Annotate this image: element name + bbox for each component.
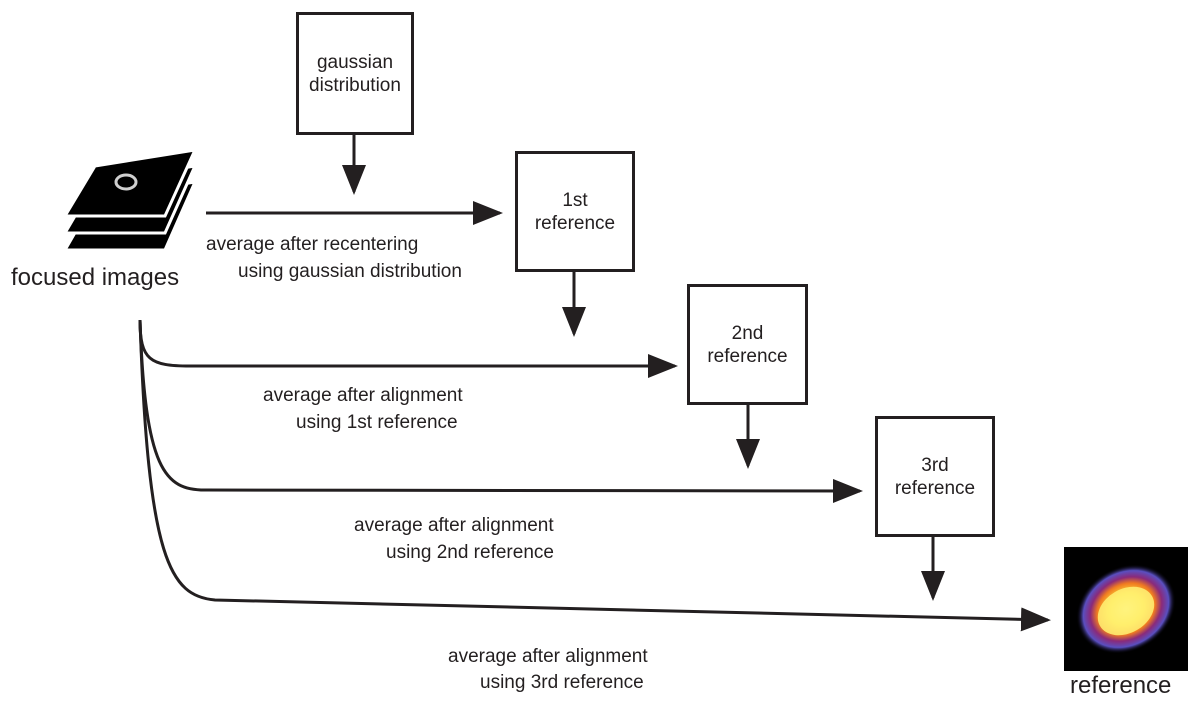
focused-images-label: focused images xyxy=(11,264,180,291)
gaussian-distribution-label: gaussian distribution xyxy=(309,51,401,96)
reference-heatmap-image xyxy=(1064,547,1188,671)
third-reference-box: 3rd reference xyxy=(875,416,995,537)
arrow-to-ref2 xyxy=(138,319,678,378)
reference-label: reference xyxy=(1070,672,1172,699)
gaussian-distribution-box: gaussian distribution xyxy=(296,12,414,135)
step4-label-line1: average after alignment xyxy=(448,646,648,667)
step3-label-line2: using 2nd reference xyxy=(386,542,554,563)
first-reference-box: 1st reference xyxy=(515,151,635,272)
step2-label-line1: average after alignment xyxy=(263,385,463,406)
second-reference-label: 2nd reference xyxy=(707,322,788,367)
step1-label-line2: using gaussian distribution xyxy=(238,261,462,282)
third-reference-label: 3rd reference xyxy=(894,454,976,499)
arrow-to-reference xyxy=(138,319,1051,632)
step4-label-line2: using 3rd reference xyxy=(480,672,644,693)
focused-images-stack-icon xyxy=(62,148,198,252)
first-reference-label: 1st reference xyxy=(534,189,616,234)
step1-label-line1: average after recentering xyxy=(206,234,419,255)
step3-label-line1: average after alignment xyxy=(354,515,554,536)
second-reference-box: 2nd reference xyxy=(687,284,808,405)
step2-label-line2: using 1st reference xyxy=(296,412,458,433)
